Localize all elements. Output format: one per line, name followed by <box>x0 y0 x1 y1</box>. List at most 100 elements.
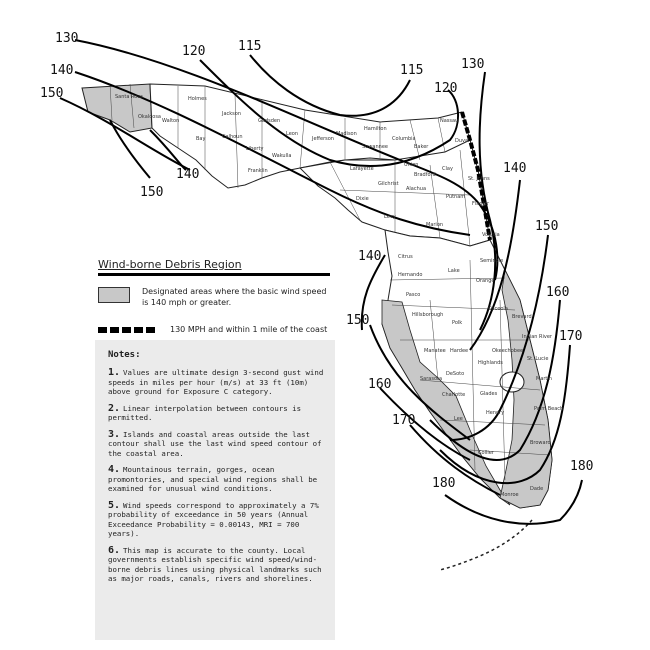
contour-150-short <box>109 119 151 179</box>
contour-140-east <box>469 179 521 351</box>
county-label: Indian River <box>522 334 553 340</box>
note-text: Wind speeds correspond to approximately … <box>108 500 319 539</box>
county-label: Gilchrist <box>378 181 399 187</box>
county-label: Alachua <box>406 186 426 192</box>
county-label: Dade <box>530 486 543 492</box>
county-label: Sarasota <box>420 376 442 382</box>
county-label: Lee <box>454 416 463 422</box>
county-label: DeSoto <box>446 371 464 377</box>
contour-label: 115 <box>400 63 423 78</box>
legend-shaded-row: Designated areas where the basic wind sp… <box>98 286 330 308</box>
county-label: St. Johns <box>468 176 490 182</box>
note-text: Values are ultimate design 3-second gust… <box>108 368 324 396</box>
contour-label: 150 <box>40 86 63 101</box>
contour-160-east <box>429 299 561 461</box>
note-number: 1. <box>108 367 121 378</box>
county-label: Polk <box>452 320 462 326</box>
shaded-area-swatch <box>98 287 130 303</box>
contour-label: 140 <box>503 161 526 176</box>
contour-label: 160 <box>368 377 391 392</box>
note-text: Mountainous terrain, gorges, ocean promo… <box>108 465 318 493</box>
contour-150-west <box>369 324 471 441</box>
county-label: Jackson <box>221 111 241 117</box>
contour-label: 170 <box>392 413 415 428</box>
county-label: Jefferson <box>311 136 334 142</box>
county-label: Brevard <box>512 314 532 320</box>
contour-label: 150 <box>140 185 163 200</box>
contour-label: 130 <box>461 57 484 72</box>
contour-label: 180 <box>432 476 455 491</box>
county-label: Union <box>404 162 418 168</box>
contour-label: 120 <box>434 81 457 96</box>
county-label: Clay <box>442 166 453 172</box>
county-label: Osceola <box>488 306 508 312</box>
county-label: Okeechobee <box>492 348 523 354</box>
contour-170-east <box>439 344 571 485</box>
county-label: Levy <box>384 214 396 220</box>
county-label: Leon <box>286 131 298 137</box>
contour-label: 140 <box>358 249 381 264</box>
contour-150-east <box>449 234 549 441</box>
contour-label: 130 <box>55 31 78 46</box>
county-label: Hardee <box>450 348 468 354</box>
legend-shaded-text: Designated areas where the basic wind sp… <box>142 287 327 307</box>
note-number: 5. <box>108 499 121 511</box>
county-label: St. Lucie <box>527 356 548 362</box>
dashed-line-swatch <box>98 327 156 333</box>
note-item: 3.Islands and coastal areas outside the … <box>108 428 325 459</box>
county-label: Gadsden <box>258 118 280 124</box>
note-text: This map is accurate to the county. Loca… <box>108 545 322 584</box>
contour-160-west <box>379 387 471 461</box>
contour-label: 140 <box>176 167 199 182</box>
contour-140-short <box>149 129 187 171</box>
note-number: 3. <box>108 428 121 440</box>
legend-line-row: 130 MPH and within 1 mile of the coast <box>98 324 330 335</box>
contour-140-panhandle <box>74 71 471 236</box>
county-label: Walton <box>162 118 179 124</box>
county-label: Duval <box>455 138 469 144</box>
county-label: Liberty <box>246 146 263 152</box>
county-label: Broward <box>530 440 551 446</box>
note-number: 2. <box>108 402 121 414</box>
contour-140-west <box>360 254 386 331</box>
note-text: Linear interpolation between contours is… <box>108 403 302 423</box>
contour-170-west <box>409 424 501 496</box>
county-label: Citrus <box>398 254 413 260</box>
panhandle-debris-region <box>81 83 153 133</box>
note-text: Islands and coastal areas outside the la… <box>108 429 322 458</box>
county-label: Franklin <box>248 168 268 174</box>
contour-180 <box>444 479 583 525</box>
contour-label: 115 <box>238 39 261 54</box>
legend-title: Wind-borne Debris Region <box>98 258 330 276</box>
coastal-130-line <box>460 111 492 241</box>
florida-keys <box>439 519 533 571</box>
contour-label: 170 <box>559 329 582 344</box>
county-label: Volusia <box>482 232 500 238</box>
county-label: Columbia <box>392 136 416 142</box>
contour-130-east <box>478 71 497 331</box>
contour-label: 120 <box>182 44 205 59</box>
contour-label: 150 <box>346 313 369 328</box>
county-label: Palm Beach <box>534 406 563 412</box>
contour-label: 150 <box>535 219 558 234</box>
notes-title: Notes: <box>108 350 141 360</box>
county-label: Lake <box>448 268 460 274</box>
note-item: 4.Mountainous terrain, gorges, ocean pro… <box>108 465 325 494</box>
legend-line-text: 130 MPH and within 1 mile of the coast <box>170 325 328 334</box>
county-label: Highlands <box>478 360 503 366</box>
county-label: Madison <box>336 131 357 137</box>
county-label: Lafayette <box>350 166 374 172</box>
county-label: Holmes <box>188 96 207 102</box>
county-label: Hillsborough <box>412 312 443 318</box>
contour-115 <box>249 54 411 117</box>
note-item: 2.Linear interpolation between contours … <box>108 402 325 423</box>
contour-label: 140 <box>50 63 73 78</box>
county-label: Flagler <box>472 201 490 207</box>
county-label: Manatee <box>424 348 446 354</box>
county-label: Suwannee <box>362 144 388 150</box>
county-label: Charlotte <box>442 392 465 398</box>
county-label: Collier <box>478 450 495 456</box>
county-label-group: Santa Rosa Okaloosa Walton Holmes Jackso… <box>115 94 563 498</box>
west-coast-debris-region <box>381 299 511 506</box>
county-label: Pasco <box>406 292 420 298</box>
